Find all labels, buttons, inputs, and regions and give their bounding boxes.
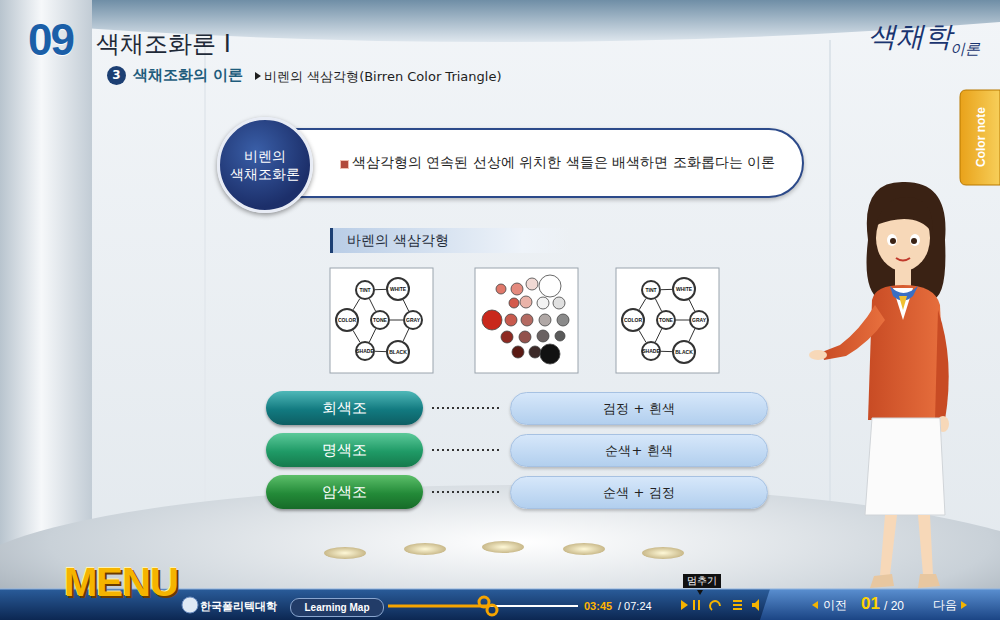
triangle-link — [375, 351, 386, 352]
triangle-link — [353, 330, 360, 342]
triangle-node: BLACK — [672, 340, 696, 364]
triangle-link — [676, 320, 689, 321]
triangle-link — [655, 299, 661, 311]
triangle-node: SHADE — [355, 341, 375, 361]
node-text: 명색조 — [322, 441, 367, 460]
definition-box: 색삼각형의 연속된 선상에 위치한 색들은 배색하면 조화롭다는 이론 — [250, 128, 804, 198]
school-name: 한국폴리텍대학 — [200, 600, 277, 613]
triangle-link — [689, 329, 695, 341]
node-text: 바렌의 색삼각형 — [347, 232, 449, 250]
learning-map-button: Learning Map — [290, 598, 384, 617]
tone-pill: 회색조 — [266, 391, 423, 425]
triangle-link — [661, 351, 672, 352]
chapter-number: 09 — [28, 14, 73, 67]
tone-pill: 명색조 — [266, 433, 423, 467]
section-band: 바렌의 색삼각형 — [330, 228, 570, 253]
triangle-link — [403, 329, 409, 341]
dotted-leader — [432, 407, 501, 409]
triangle-node: WHITE — [672, 277, 696, 301]
next-button: 다음 — [933, 598, 957, 612]
triangle-node: COLOR — [335, 308, 359, 332]
node-text: SHADE — [356, 348, 374, 354]
node-text: TINT — [645, 287, 656, 293]
node-text: 암색조 — [322, 483, 367, 502]
node-text: WHITE — [390, 286, 406, 292]
triangle-link — [639, 330, 646, 342]
triangle-link — [403, 300, 408, 311]
triangle-link — [655, 329, 661, 342]
node-text: COLOR — [338, 317, 356, 323]
node-text: BLACK — [675, 349, 693, 355]
total-time: / 07:24 — [618, 600, 652, 613]
page-total: / 20 — [884, 599, 904, 613]
bullet-mark — [340, 160, 349, 169]
node-text: 색삼각형의 연속된 선상에 위치한 색들은 배색하면 조화롭다는 이론 — [352, 154, 775, 172]
mix-pill: 검정 + 흰색 — [510, 392, 768, 425]
triangle-link — [369, 299, 375, 311]
triangle-node: TONE — [656, 310, 676, 330]
tooltip: 멈추기 — [683, 574, 721, 588]
node-text: 검정 + 흰색 — [603, 400, 674, 418]
triangle-node: WHITE — [386, 277, 410, 301]
triangle-node: TINT — [355, 280, 375, 300]
mix-pill: 순색+ 흰색 — [510, 434, 768, 467]
node-text: 회색조 — [322, 399, 367, 418]
triangle-node: BLACK — [386, 340, 410, 364]
triangle-node: TONE — [370, 310, 390, 330]
topic-circle: 비렌의 색채조화론 — [217, 117, 313, 213]
triangle-node: GRAY — [403, 310, 423, 330]
node-text: SHADE — [642, 348, 660, 354]
mix-pill: 순색 + 검정 — [510, 476, 768, 509]
triangle-node: SHADE — [641, 341, 661, 361]
prev-button: 이전 — [823, 598, 847, 612]
triangle-link — [390, 320, 403, 321]
section-number: 3 — [107, 66, 126, 85]
triangle-link — [375, 289, 386, 290]
course-logo-sub: 이론 — [950, 40, 980, 58]
node-text: WHITE — [676, 286, 692, 292]
node-text: 비렌의 색채조화론 — [225, 147, 305, 183]
triangle-link — [689, 300, 694, 311]
triangle-link — [353, 299, 360, 310]
node-text: TONE — [659, 317, 673, 323]
node-text: COLOR — [624, 317, 642, 323]
menu-button: MENU — [64, 558, 178, 606]
course-logo: 색채학 — [868, 20, 952, 54]
triangle-node: TINT — [641, 280, 661, 300]
tone-pill: 암색조 — [266, 475, 423, 509]
node-text: 순색+ 흰색 — [605, 442, 672, 460]
node-text: BLACK — [389, 349, 407, 355]
node-text: TONE — [373, 317, 387, 323]
page-number: 01 — [861, 594, 880, 614]
triangle-link — [639, 299, 646, 310]
dotted-leader — [432, 491, 501, 493]
node-text: TINT — [359, 287, 370, 293]
topic-subtitle: 비렌의 색삼각형(Birren Color Triangle) — [264, 69, 501, 85]
triangle-node: COLOR — [621, 308, 645, 332]
current-time: 03:45 — [584, 600, 612, 613]
slide-title: 색채조화론 Ⅰ — [96, 30, 231, 59]
triangle-node: GRAY — [689, 310, 709, 330]
node-text: GRAY — [406, 317, 420, 323]
node-text: 순색 + 검정 — [603, 484, 674, 502]
triangle-link — [369, 329, 375, 342]
triangle-link — [661, 289, 672, 290]
dotted-leader — [432, 449, 501, 451]
section-title: 색채조화의 이론 — [133, 66, 243, 84]
side-tab: Color note — [974, 107, 988, 167]
node-text: GRAY — [692, 317, 706, 323]
